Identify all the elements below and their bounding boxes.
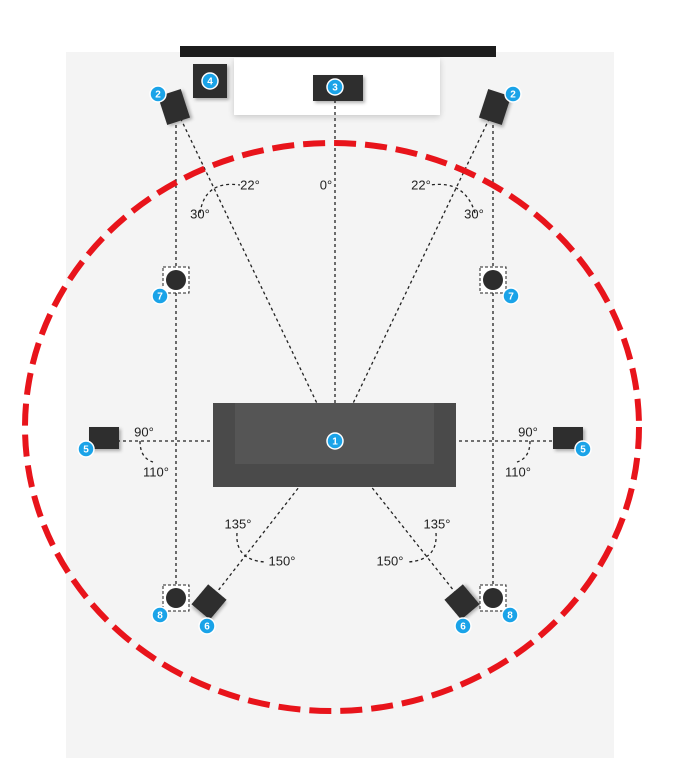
badge-overhead-rear-right: 8: [501, 606, 519, 624]
badge-circle: [574, 440, 592, 458]
badge-side-right: 5: [574, 440, 592, 458]
badge-front-right: 2: [504, 85, 522, 103]
badge-rear-right: 6: [454, 617, 472, 635]
angle-label-side-left-min: 90°: [134, 424, 154, 440]
rear-left-speaker: [191, 584, 227, 620]
front-left-speaker: [157, 89, 191, 125]
arc-side-right: [516, 440, 531, 463]
badge-circle: [454, 617, 472, 635]
angle-label-front-left-max: 30°: [190, 206, 210, 222]
arc-front-left: [199, 183, 241, 214]
arc-side-left: [139, 440, 154, 463]
badge-number: 4: [207, 77, 213, 88]
badge-circle: [198, 617, 216, 635]
badge-overhead-front-left: 7: [151, 287, 169, 305]
badge-circle: [502, 287, 520, 305]
badge-number: 6: [204, 622, 210, 633]
overhead-driver: [166, 588, 186, 608]
angle-label-rear-left-max: 150°: [268, 553, 296, 569]
badge-number: 8: [157, 611, 163, 622]
angle-label-rear-left-min: 135°: [224, 516, 252, 532]
badge-subwoofer: 4: [201, 72, 219, 90]
angle-label-rear-right-max: 150°: [376, 553, 404, 569]
badge-number: 7: [157, 292, 163, 303]
angle-label-front-left-min: 22°: [240, 177, 260, 193]
angle-label-side-right-max: 110°: [505, 464, 531, 480]
tv-screen: [180, 46, 496, 57]
guide-line-front-left: [177, 112, 336, 442]
front-right-speaker: [478, 89, 512, 125]
badge-circle: [326, 78, 344, 96]
badge-circle: [501, 606, 519, 624]
badge-number: 5: [83, 445, 89, 456]
badge-circle: [504, 85, 522, 103]
overhead-front-right-speaker: [479, 266, 507, 294]
guide-line-front-right: [334, 112, 493, 442]
overhead-rear-left-speaker: [162, 584, 190, 612]
badge-number: 1: [332, 437, 338, 448]
badge-listener: 1: [326, 432, 344, 450]
side-right-speaker: [553, 427, 583, 449]
rear-right-speaker: [444, 584, 480, 620]
badge-overhead-rear-left: 8: [151, 606, 169, 624]
overhead-driver: [483, 270, 503, 290]
side-left-speaker: [89, 427, 119, 449]
guide-line-rear-right: [334, 440, 463, 602]
badge-number: 2: [510, 90, 516, 101]
angle-label-rear-right-min: 135°: [423, 516, 451, 532]
angle-label-front-right-max: 30°: [464, 206, 484, 222]
badge-side-left: 5: [77, 440, 95, 458]
overhead-front-left-speaker: [162, 266, 190, 294]
badge-number: 2: [155, 90, 161, 101]
badge-number: 5: [580, 445, 586, 456]
badge-circle: [151, 606, 169, 624]
angle-label-center: 0°: [319, 177, 333, 193]
badge-front-left: 2: [149, 85, 167, 103]
arc-rear-left: [236, 532, 266, 563]
badge-number: 3: [332, 83, 338, 94]
badge-center: 3: [326, 78, 344, 96]
arc-front-right: [429, 183, 476, 214]
sofa-backrest: [213, 464, 456, 487]
badge-circle: [201, 72, 219, 90]
guide-line-rear-left: [209, 440, 336, 602]
guide-lines: [105, 100, 565, 602]
angle-label-front-right-min: 22°: [411, 177, 431, 193]
badge-circle: [149, 85, 167, 103]
overhead-rear-right-speaker: [479, 584, 507, 612]
badge-number: 7: [508, 292, 514, 303]
badge-circle: [326, 432, 344, 450]
overhead-driver: [166, 270, 186, 290]
badge-number: 6: [460, 622, 466, 633]
badge-number: 8: [507, 611, 513, 622]
listening-area-boundary: [22, 140, 642, 714]
badge-circle: [151, 287, 169, 305]
badge-circle: [77, 440, 95, 458]
overhead-driver: [483, 588, 503, 608]
speakers: [89, 64, 583, 620]
arc-rear-right: [407, 532, 437, 563]
angle-label-side-left-max: 110°: [143, 464, 169, 480]
number-badges: 1 2 2 3 4 5 5 6 6 7 7 8 8: [77, 72, 592, 635]
angle-label-side-right-min: 90°: [518, 424, 538, 440]
badge-overhead-front-right: 7: [502, 287, 520, 305]
badge-rear-left: 6: [198, 617, 216, 635]
